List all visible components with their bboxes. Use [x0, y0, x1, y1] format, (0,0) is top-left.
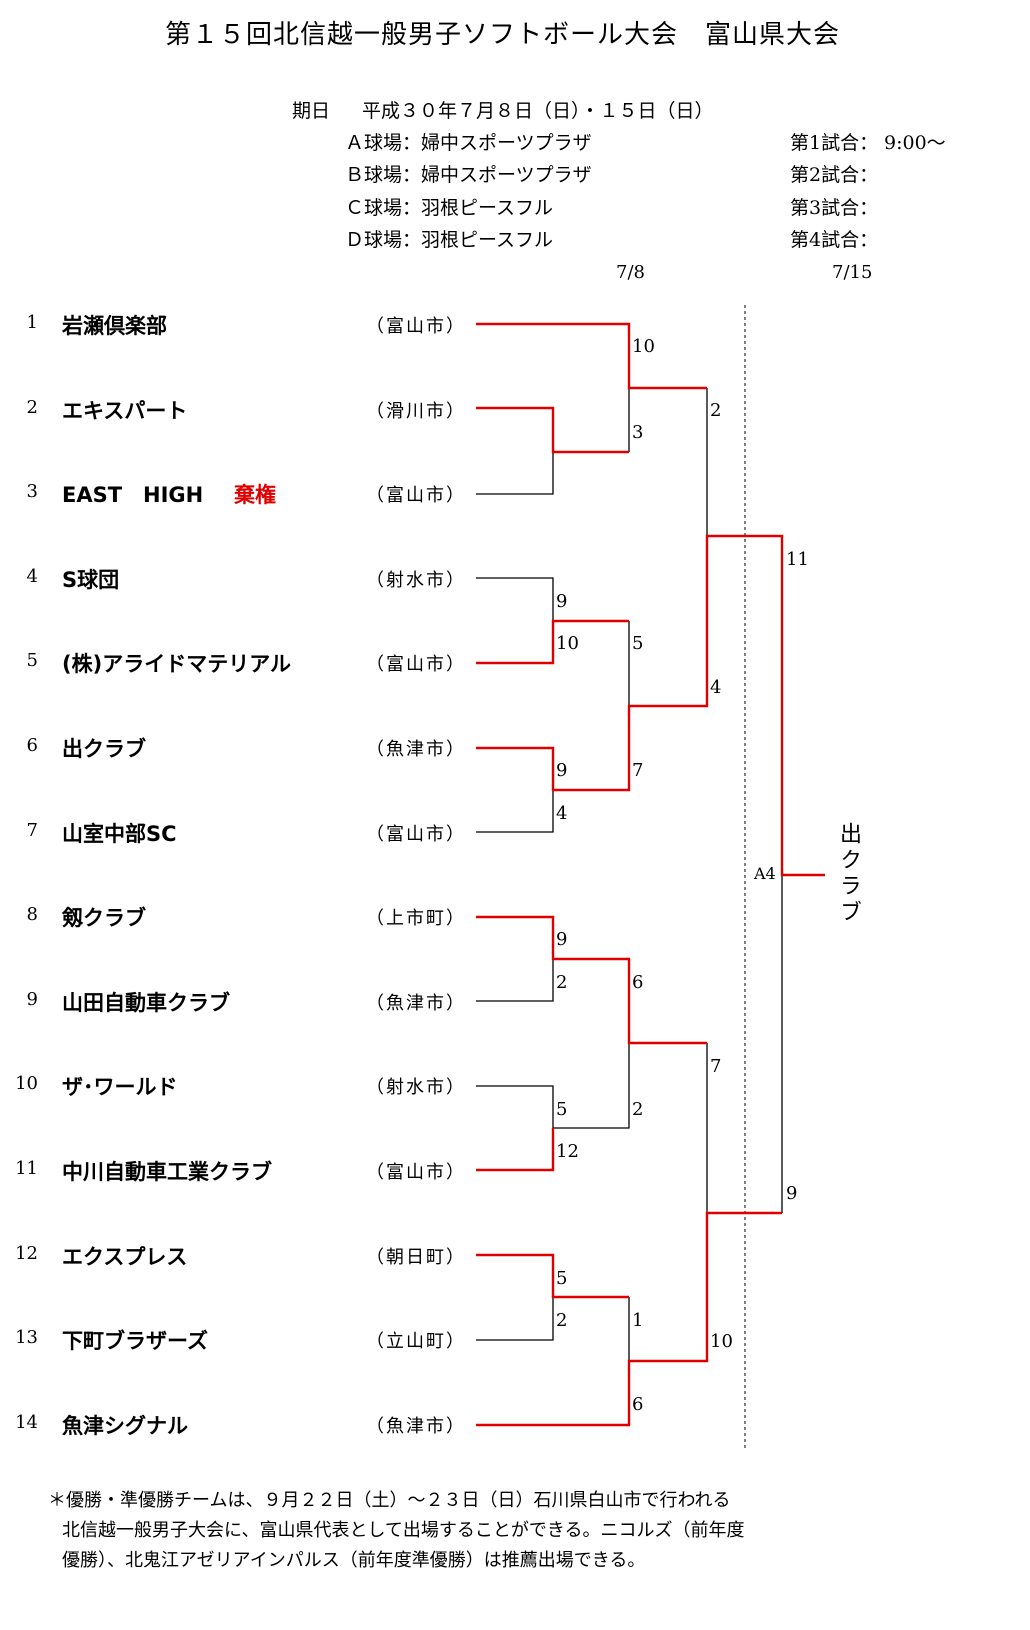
- team-name: EAST HIGH: [62, 483, 204, 507]
- team-seed: 1: [26, 312, 38, 333]
- score-label: 7: [632, 760, 644, 781]
- team-name: 中川自動車工業クラブ: [62, 1160, 272, 1184]
- venue-code-label: A4: [754, 864, 776, 883]
- team-seed: 8: [26, 904, 38, 925]
- team-city: （上市町）: [366, 908, 466, 929]
- team-name: 岩瀬倶楽部: [62, 314, 167, 338]
- team-city: （朝日町）: [366, 1247, 466, 1268]
- team-seed: 2: [26, 397, 38, 418]
- champion-text: 出クラブ: [836, 822, 861, 926]
- team-seed: 14: [15, 1412, 38, 1433]
- team-seed: 7: [26, 820, 38, 841]
- score-label: 10: [710, 1331, 733, 1352]
- team-seed: 10: [15, 1073, 38, 1094]
- team-name: (株)アライドマテリアル: [62, 652, 291, 676]
- date-label: 期日: [292, 100, 331, 122]
- team-name: エクスプレス: [62, 1245, 188, 1269]
- score-label: 4: [556, 803, 568, 824]
- team-name: 剱クラブ: [62, 906, 146, 930]
- team-seed: 6: [26, 735, 38, 756]
- score-label: 3: [632, 422, 644, 443]
- game1-time: 9:00〜: [884, 132, 946, 154]
- footnote-line-2: 北信越一般男子大会に、富山県代表として出場することができる。ニコルズ（前年度: [62, 1520, 745, 1541]
- team-name: エキスパート: [62, 399, 188, 423]
- score-label: 2: [710, 400, 722, 421]
- score-label: 5: [556, 1099, 568, 1120]
- score-label: 5: [632, 633, 644, 654]
- day1-date: 7/8: [616, 262, 645, 283]
- team-seed: 4: [26, 566, 38, 587]
- venue-a: Ａ球場：婦中スポーツプラザ: [345, 132, 592, 154]
- team-city: （魚津市）: [366, 1416, 466, 1437]
- score-label: 9: [556, 929, 568, 950]
- score-label: 11: [786, 549, 809, 570]
- team-name: 出クラブ: [62, 737, 146, 761]
- forfeit-badge: 棄権: [234, 483, 276, 507]
- team-name: 山室中部SC: [62, 822, 177, 846]
- team-seed: 9: [26, 989, 38, 1010]
- game1-label: 第1試合：: [790, 132, 879, 154]
- footnote-line-1: ＊優勝・準優勝チームは、９月２２日（土）〜２３日（日）石川県白山市で行われる: [48, 1490, 731, 1511]
- score-label: 6: [632, 972, 644, 993]
- score-label: 9: [556, 591, 568, 612]
- game4-label: 第4試合：: [790, 229, 879, 251]
- score-label: 2: [632, 1099, 644, 1120]
- venue-c: Ｃ球場：羽根ピースフル: [345, 197, 554, 219]
- team-name: 下町ブラザーズ: [62, 1329, 208, 1353]
- footnote-line-3: 優勝）、北鬼江アゼリアインパルス（前年度準優勝）は推薦出場できる。: [62, 1550, 646, 1571]
- score-label: 12: [556, 1141, 579, 1162]
- score-label: 2: [556, 972, 568, 993]
- team-seed: 12: [15, 1243, 38, 1264]
- score-label: 7: [710, 1056, 722, 1077]
- team-seed: 3: [26, 481, 38, 502]
- game2-label: 第2試合：: [790, 164, 879, 186]
- team-name: ザ･ワールド: [62, 1075, 178, 1099]
- score-label: 9: [556, 760, 568, 781]
- team-name: 山田自動車クラブ: [62, 991, 230, 1015]
- team-city: （滑川市）: [366, 401, 466, 422]
- score-label: 1: [632, 1310, 644, 1331]
- score-label: 5: [556, 1268, 568, 1289]
- team-city: （魚津市）: [366, 739, 466, 760]
- team-city: （射水市）: [366, 570, 466, 591]
- date-value: 平成３０年７月８日（日）・１５日（日）: [362, 100, 714, 122]
- team-city: （射水市）: [366, 1077, 466, 1098]
- team-city: （魚津市）: [366, 993, 466, 1014]
- score-label: 4: [710, 677, 722, 698]
- venue-d: Ｄ球場：羽根ピースフル: [345, 229, 554, 251]
- champion-name: 出クラブ: [836, 822, 861, 926]
- loser-lines: [476, 388, 783, 1361]
- score-label: 10: [632, 336, 655, 357]
- team-city: （富山市）: [366, 824, 466, 845]
- score-label: 2: [556, 1310, 568, 1331]
- score-label: 9: [786, 1183, 798, 1204]
- score-label: 6: [632, 1394, 644, 1415]
- team-seed: 5: [26, 650, 38, 671]
- team-city: （立山町）: [366, 1331, 466, 1352]
- team-name: S球団: [62, 568, 120, 592]
- team-city: （富山市）: [366, 654, 466, 675]
- team-name: 魚津シグナル: [62, 1414, 188, 1438]
- score-label: 10: [556, 633, 579, 654]
- game3-label: 第3試合：: [790, 197, 879, 219]
- team-seed: 13: [15, 1327, 38, 1348]
- day2-date: 7/15: [832, 262, 873, 283]
- venue-b: Ｂ球場：婦中スポーツプラザ: [345, 164, 592, 186]
- team-city: （富山市）: [366, 316, 466, 337]
- team-seed: 11: [15, 1158, 38, 1179]
- team-city: （富山市）: [366, 485, 466, 506]
- winner-lines: [476, 322, 825, 1427]
- team-city: （富山市）: [366, 1162, 466, 1183]
- page-title: 第１５回北信越一般男子ソフトボール大会 富山県大会: [165, 20, 841, 50]
